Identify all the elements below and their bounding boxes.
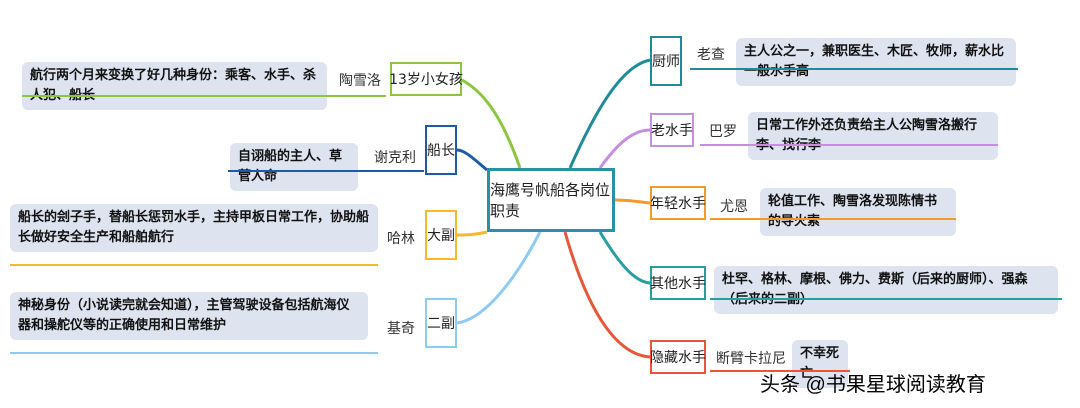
- person-name: 陶雪洛: [339, 73, 381, 89]
- role-description: 轮值工作、陶雪洛发现陈情书的导火索: [760, 188, 956, 236]
- branch-connector: [614, 198, 651, 205]
- underline: [710, 298, 1062, 300]
- person-name: 尤恩: [720, 199, 748, 215]
- watermark: 头条 @书果星球阅读教育: [760, 374, 986, 396]
- person-name: 哈林: [387, 231, 415, 247]
- person-name: 断臂卡拉尼: [716, 351, 786, 367]
- role-node-first-mate[interactable]: 大副: [425, 210, 457, 260]
- role-node-girl[interactable]: 13岁小女孩: [389, 62, 463, 96]
- underline: [22, 95, 386, 97]
- role-node-cook[interactable]: 厨师: [650, 36, 682, 86]
- branch-connector: [461, 78, 522, 169]
- branch-connector: [563, 231, 651, 359]
- branch-connector: [568, 58, 651, 169]
- role-description: 神秘身份（小说读完就会知道），主管驾驶设备包括航海仪器和操舵仪等的正确使用和日常…: [10, 292, 368, 340]
- underline: [690, 68, 1018, 70]
- branch-connector: [598, 128, 651, 169]
- role-node-second-mate[interactable]: 二副: [425, 298, 457, 348]
- role-node-other-sailors[interactable]: 其他水手: [650, 266, 706, 300]
- underline: [10, 264, 378, 266]
- underline: [228, 170, 424, 172]
- role-description: 航行两个月来变换了好几种身份：乘客、水手、杀人犯、船长: [22, 62, 327, 110]
- role-description: 杜罕、格林、摩根、佛力、费斯（后来的厨师）、强森（后来的二副）: [714, 266, 1058, 314]
- role-node-old-sailor[interactable]: 老水手: [650, 113, 694, 147]
- branch-connector: [598, 231, 651, 285]
- underline: [710, 218, 956, 220]
- underline: [710, 370, 850, 372]
- role-node-hidden-sailor[interactable]: 隐藏水手: [650, 340, 706, 374]
- person-name: 巴罗: [709, 124, 737, 140]
- underline: [700, 144, 998, 146]
- role-description: 船长的刽子手，替船长惩罚水手，主持甲板日常工作，协助船长做好安全生产和船舶航行: [10, 204, 378, 252]
- person-name: 谢克利: [374, 150, 416, 166]
- role-node-captain[interactable]: 船长: [425, 125, 457, 175]
- underline: [10, 352, 378, 354]
- central-topic[interactable]: 海鹰号帆船各岗位职责: [487, 168, 615, 232]
- person-name: 老查: [697, 47, 725, 63]
- branch-connector: [456, 230, 488, 237]
- role-description: 不幸死亡: [792, 340, 848, 388]
- role-description: 日常工作外还负责给主人公陶雪洛搬行李、找行李: [748, 112, 998, 160]
- role-node-young-sailor[interactable]: 年轻水手: [650, 186, 706, 220]
- role-description: 自诩船的主人、草菅人命: [230, 143, 358, 191]
- branch-connector: [456, 231, 542, 325]
- branch-connector: [456, 148, 488, 172]
- person-name: 基奇: [387, 321, 415, 337]
- role-description: 主人公之一，兼职医生、木匠、牧师，薪水比一般水手高: [736, 38, 1016, 86]
